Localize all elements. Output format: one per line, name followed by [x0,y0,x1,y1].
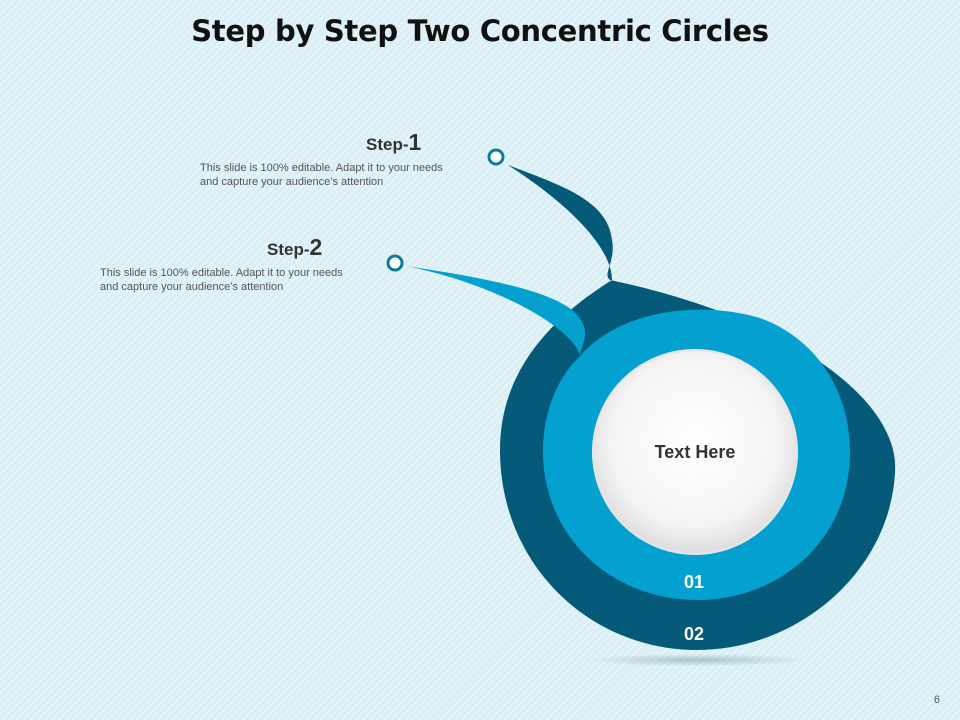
step-1-heading: Step-1 [366,129,421,156]
center-circle [592,349,798,555]
inner-ring-number: 01 [684,572,704,592]
step-1-label-prefix: Step- [366,135,409,154]
step-2-description-line-1: This slide is 100% editable. Adapt it to… [100,267,343,279]
step-2-heading: Step-2 [267,234,322,261]
outer-ring-number: 02 [684,624,704,644]
step-1-description-line-1: This slide is 100% editable. Adapt it to… [200,162,443,174]
step-1-description-line-2: and capture your audience’s attention [200,176,384,188]
center-label: Text Here [655,442,736,462]
step-2-description-line-2: and capture your audience’s attention [100,281,284,293]
ring-shadow [587,654,807,666]
step-2-marker-icon [386,254,404,272]
step-1-marker-icon [487,148,505,166]
step-1-label-number: 1 [408,129,422,155]
step-2-label-prefix: Step- [267,240,310,259]
step-2-label-number: 2 [309,234,323,260]
step-2-description: This slide is 100% editable. Adapt it to… [100,266,390,294]
step-1-description: This slide is 100% editable. Adapt it to… [200,161,490,189]
page-number: 6 [933,694,940,706]
slide-title: Step by Step Two Concentric Circles [191,14,769,48]
